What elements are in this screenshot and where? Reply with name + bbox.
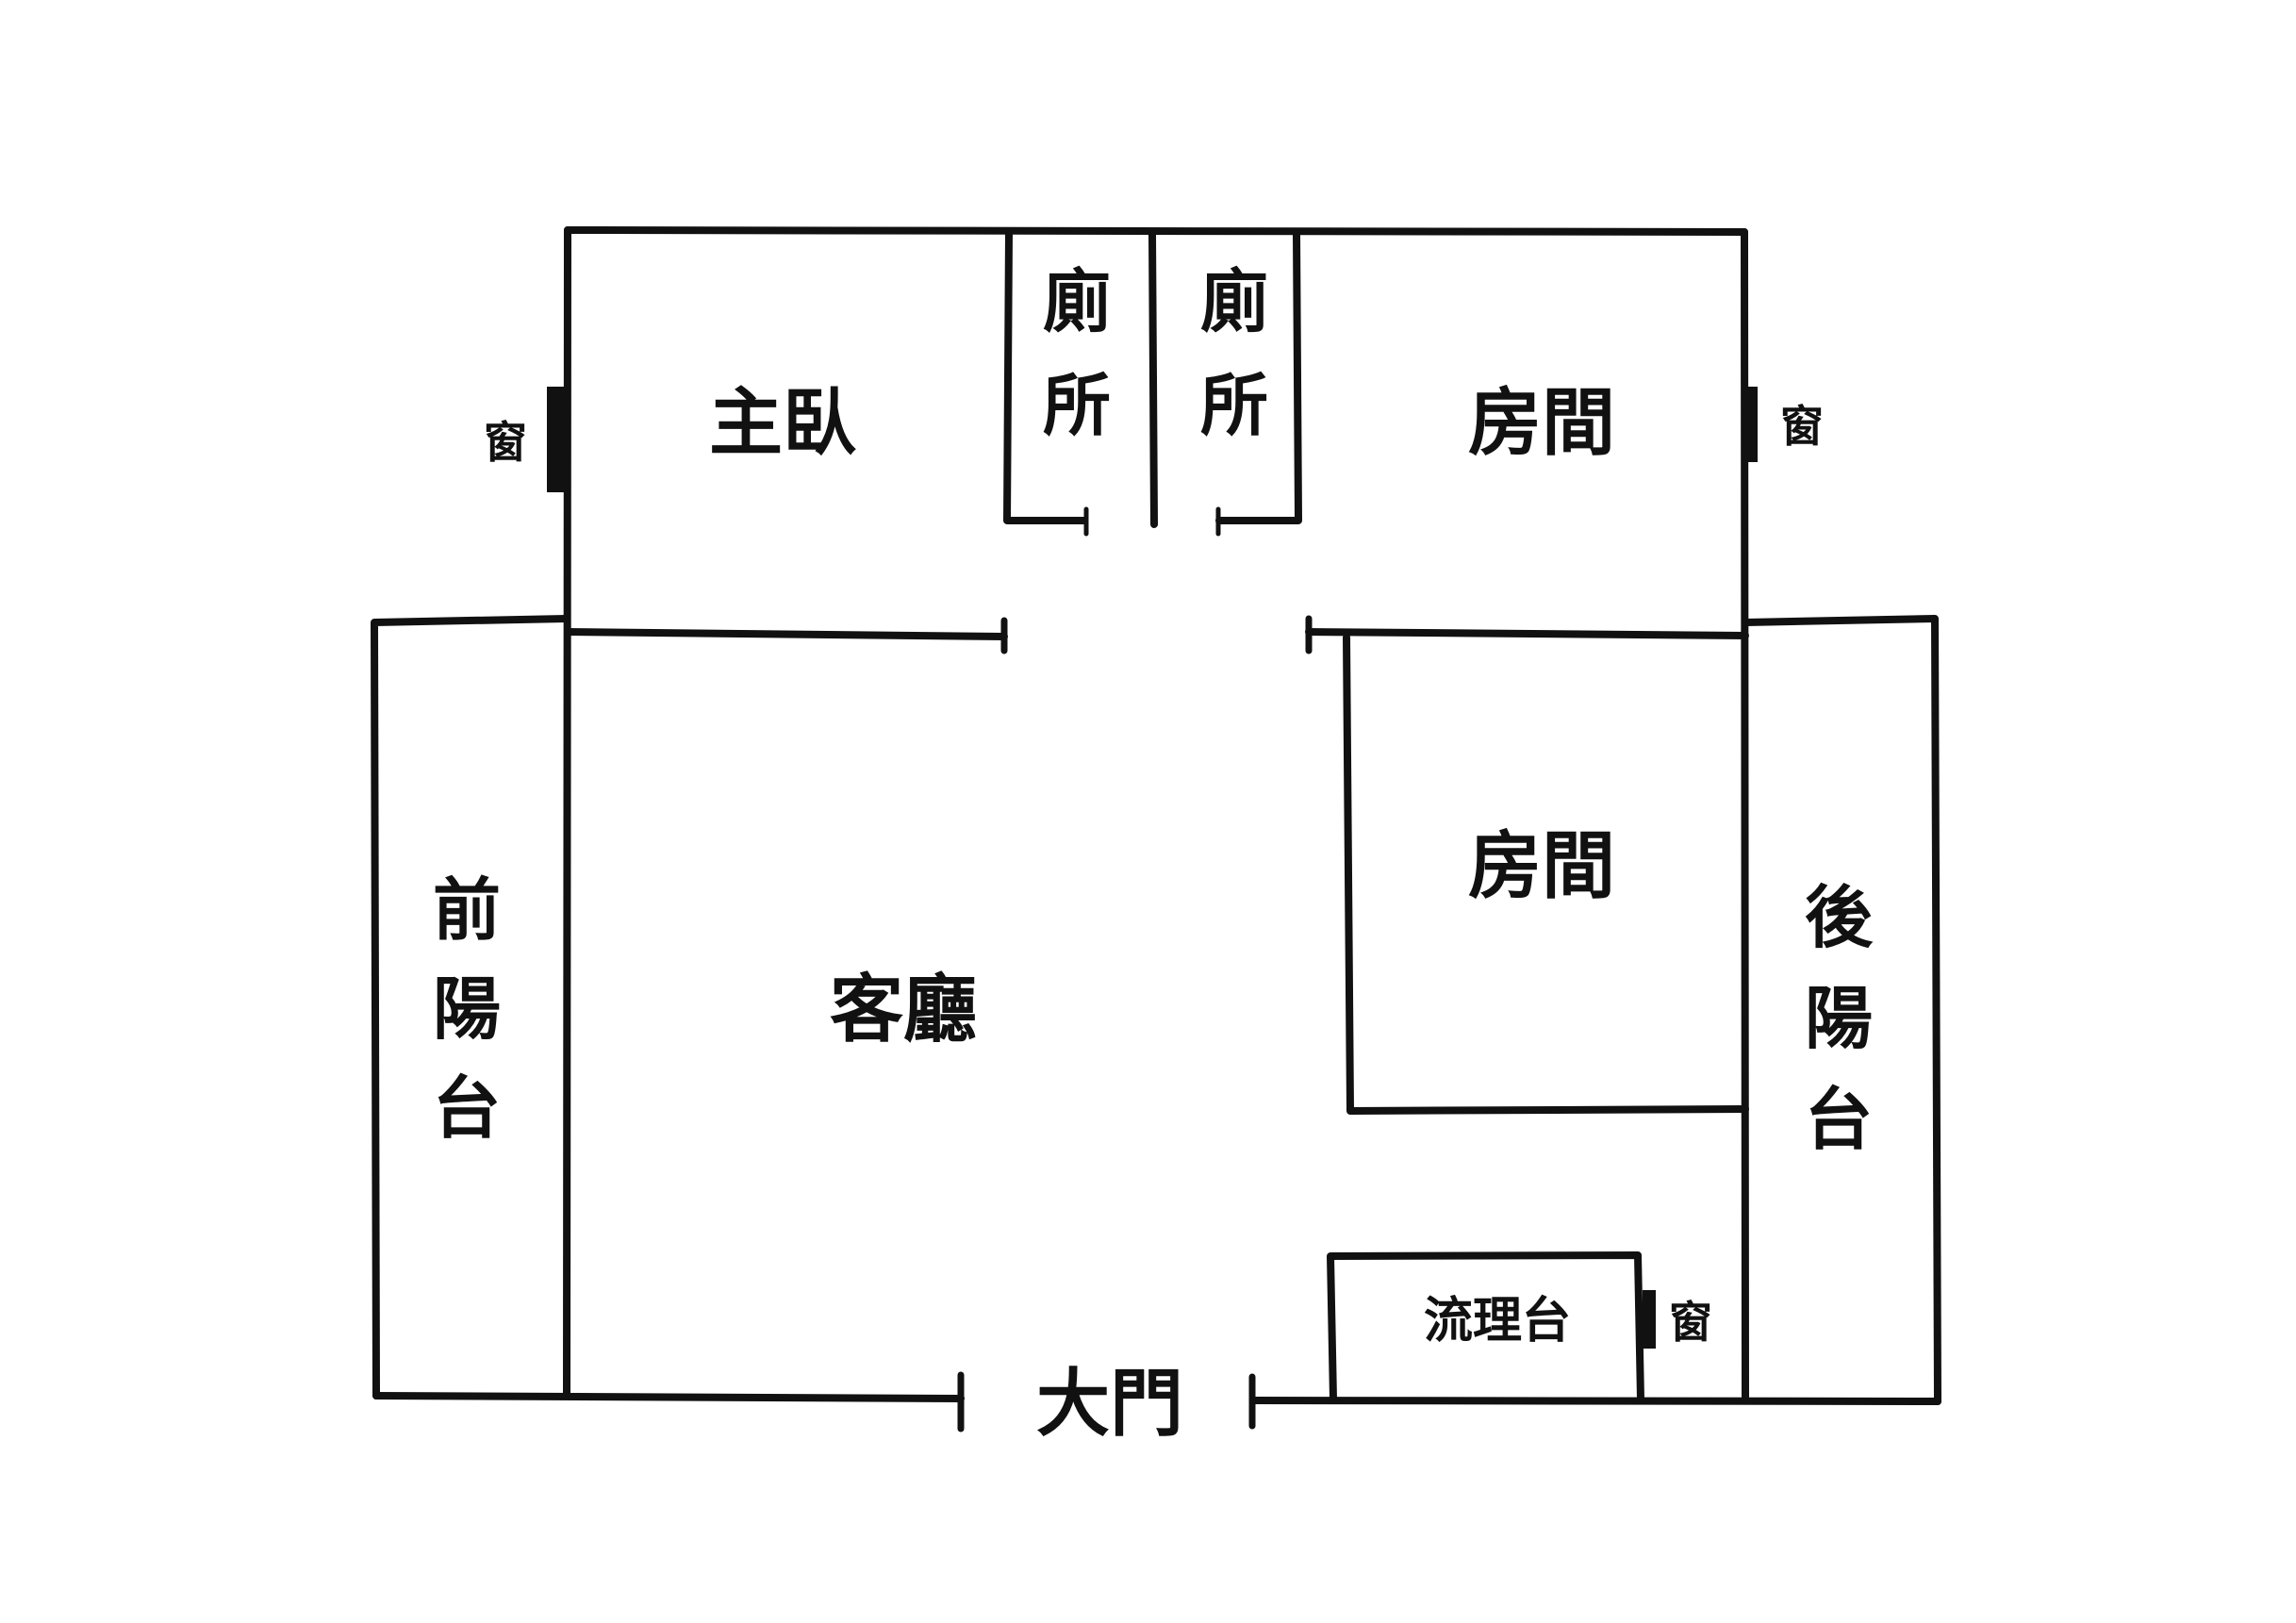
window-left-label: 窗 [484, 417, 527, 468]
toilet-1-label-line1: 廁 [1043, 262, 1111, 341]
toilet-divider [1148, 230, 1158, 528]
toilet-2-label-line1: 廁 [1200, 262, 1268, 341]
front-balcony-label-line3: 台 [433, 1068, 501, 1148]
toilet-1-label-line2: 所 [1043, 366, 1111, 445]
master-bedroom-label: 主臥 [709, 381, 856, 466]
upper-bedroom-wall-bottom [1305, 628, 1749, 639]
living-room-label: 客廳 [830, 968, 977, 1052]
front-balcony-label-line2: 陽 [433, 969, 501, 1049]
toilet-1-wall-left [1003, 230, 1088, 524]
back-balcony-label-line2: 陽 [1805, 979, 1873, 1058]
window-right-label: 窗 [1780, 401, 1824, 452]
wall-left [563, 226, 571, 1398]
back-balcony-label-line1: 後 [1805, 878, 1874, 957]
window-right-mark [1746, 387, 1758, 462]
upper-bedroom-label: 房間 [1468, 381, 1615, 466]
back-balcony-wall [1742, 615, 1941, 1405]
main-door-label: 大門 [1036, 1362, 1183, 1447]
wall-bottom-left [372, 1392, 965, 1402]
back-balcony-label-line3: 台 [1805, 1080, 1873, 1159]
wall-bottom-right [1250, 1397, 1941, 1405]
toilet-2-label-line2: 所 [1200, 366, 1268, 445]
wall-right [1741, 228, 1749, 1401]
window-left-mark [547, 387, 564, 492]
lower-bedroom-wall [1343, 634, 1749, 1115]
kitchen-counter-label: 流理台 [1424, 1293, 1571, 1350]
toilet-2-wall-right [1215, 230, 1302, 524]
lower-bedroom-label: 房間 [1468, 824, 1615, 909]
window-kitchen-label: 窗 [1669, 1297, 1712, 1348]
wall-top [564, 226, 1748, 236]
front-balcony-wall [371, 615, 570, 1399]
master-bedroom-wall-bottom [564, 628, 1008, 640]
kitchen-counter-outline [1327, 1251, 1644, 1403]
window-kitchen-mark [1643, 1290, 1656, 1349]
front-balcony-label-line1: 前 [433, 870, 501, 950]
